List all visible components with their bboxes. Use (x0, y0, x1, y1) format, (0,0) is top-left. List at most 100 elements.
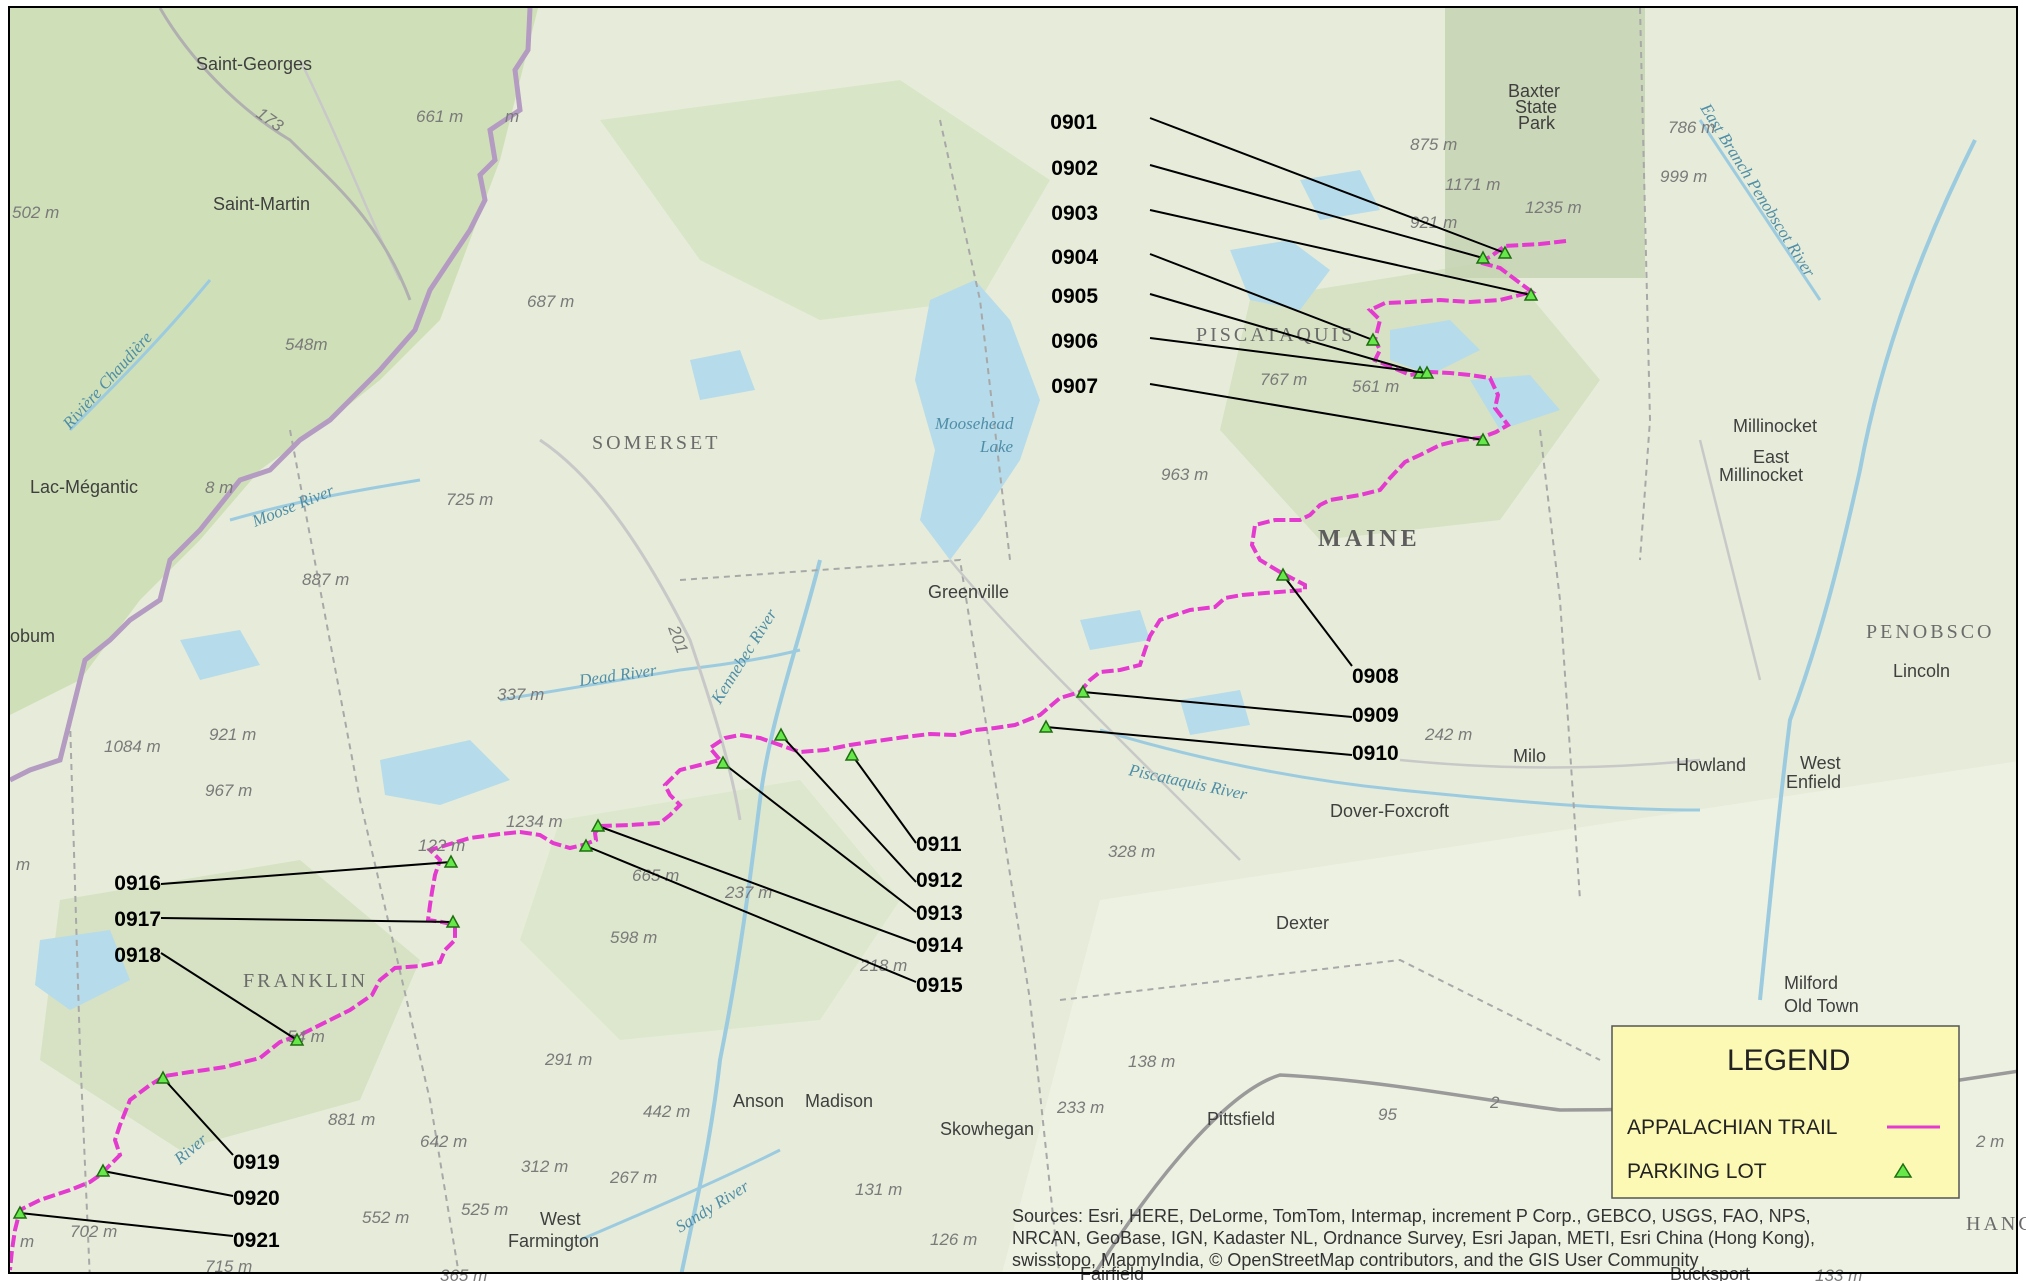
parking-lot-label-0921[interactable]: 0921 (233, 1229, 280, 1252)
lake (1180, 690, 1250, 735)
place-saint-martin: Saint-Martin (213, 194, 310, 214)
road-95-label: 95 (1378, 1105, 1397, 1124)
elevation-label: 126 m (930, 1230, 977, 1249)
place-west-enfield-1: West (1800, 753, 1841, 773)
parking-lot-marker-0910[interactable] (1038, 719, 1054, 733)
chaudiere-river (68, 279, 212, 432)
parking-lot-marker-0907[interactable] (1475, 432, 1491, 446)
parking-lot-marker-0918[interactable] (289, 1032, 305, 1046)
parking-lot-marker-0906[interactable] (1419, 365, 1435, 379)
county-boundary (1539, 429, 1581, 901)
place-lincoln: Lincoln (1893, 661, 1950, 681)
lake (1080, 610, 1150, 650)
parking-lot-marker-0911[interactable] (844, 747, 860, 761)
parking-lot-marker-0901[interactable] (1497, 245, 1513, 259)
place-east-millinocket-1: East (1753, 447, 1789, 467)
elevation-label: m (16, 855, 30, 874)
parking-lot-marker-0919[interactable] (155, 1070, 171, 1084)
parking-lot-label-0909[interactable]: 0909 (1352, 704, 1399, 727)
county-piscataquis: PISCATAQUIS (1196, 324, 1355, 346)
elevation-label: m (20, 1232, 34, 1251)
leader-line-0912 (780, 734, 917, 883)
parking-lot-marker-0908[interactable] (1275, 567, 1291, 581)
east-branch-river (1698, 119, 1822, 301)
parking-lot-marker-0904[interactable] (1365, 332, 1381, 346)
parking-lot-label-0916[interactable]: 0916 (114, 872, 161, 895)
parking-lot-label-0901[interactable]: 0901 (1050, 111, 1097, 134)
road (1698, 439, 1762, 681)
elevation-label: 1235 m (1525, 198, 1582, 217)
leader-line-0917 (160, 917, 454, 923)
elevation-label: 921 m (209, 725, 256, 744)
elevation-label: 525 m (461, 1200, 508, 1219)
elevation-label: 552 m (362, 1208, 409, 1227)
parking-lot-label-0904[interactable]: 0904 (1051, 246, 1098, 269)
parking-lot-label-0906[interactable]: 0906 (1051, 330, 1098, 353)
leader-line-0910 (1045, 726, 1353, 756)
place-greenville: Greenville (928, 582, 1009, 602)
parking-lot-marker-0903[interactable] (1523, 287, 1539, 301)
label-moosehead-1: Moosehead (934, 414, 1014, 433)
parking-lot-label-0910[interactable]: 0910 (1352, 742, 1399, 765)
elevation-label: 8 m (205, 478, 233, 497)
parking-lot-label-0919[interactable]: 0919 (233, 1151, 280, 1174)
parking-lot-label-0913[interactable]: 0913 (916, 902, 963, 925)
county-penobscot: PENOBSCO (1866, 621, 1994, 643)
leader-line-0902 (1149, 164, 1484, 259)
elevation-label: m (505, 107, 519, 126)
parking-lot-label-0905[interactable]: 0905 (1051, 285, 1098, 308)
parking-lot-marker-0921[interactable] (12, 1205, 28, 1219)
parking-lot-label-0903[interactable]: 0903 (1051, 202, 1098, 225)
leader-line-0909 (1082, 691, 1353, 718)
road (1399, 758, 1701, 769)
elevation-label: 598 m (610, 928, 657, 947)
county-somerset: SOMERSET (592, 432, 720, 454)
parking-lot-label-0912[interactable]: 0912 (916, 869, 963, 892)
county-franklin: FRANKLIN (243, 970, 368, 992)
place-saint-georges: Saint-Georges (196, 54, 312, 74)
elevation-label: 967 m (205, 781, 252, 800)
sandy-river (579, 1148, 781, 1242)
parking-lot-label-0914[interactable]: 0914 (916, 934, 963, 957)
place-labels: Saint-Georges Saint-Martin Lac-Mégantic … (10, 54, 2026, 1281)
place-madison: Madison (805, 1091, 873, 1111)
parking-lot-label-0907[interactable]: 0907 (1051, 375, 1098, 398)
parking-lot-label-0902[interactable]: 0902 (1051, 157, 1098, 180)
parking-lot-marker-0902[interactable] (1475, 250, 1491, 264)
leader-line-0915 (585, 845, 917, 983)
parking-lot-marker-0915[interactable] (578, 838, 594, 852)
lake (35, 930, 130, 1010)
elevation-label: 715 m (205, 1257, 252, 1276)
legend: LEGEND APPALACHIAN TRAIL PARKING LOT (1611, 1025, 1960, 1199)
elevation-label: 2 m (1975, 1132, 2004, 1151)
parking-lot-label-0920[interactable]: 0920 (233, 1187, 280, 1210)
elevation-label: 442 m (643, 1102, 690, 1121)
dead-river (499, 648, 801, 702)
parking-lot-marker-0917[interactable] (445, 914, 461, 928)
parking-lot-label-0918[interactable]: 0918 (114, 944, 161, 967)
leader-line-0919 (162, 1077, 234, 1156)
moosehead-lake (915, 280, 1040, 560)
leader-line-0905 (1149, 293, 1421, 374)
legend-title: LEGEND (1727, 1044, 1850, 1077)
parking-lot-marker-0914[interactable] (590, 818, 606, 832)
parking-lot-marker-0909[interactable] (1075, 684, 1091, 698)
elevation-label: 887 m (302, 570, 349, 589)
parking-lot-marker-0920[interactable] (95, 1163, 111, 1177)
parking-lot-label-0917[interactable]: 0917 (114, 908, 161, 931)
elevation-label: 921 m (1410, 213, 1457, 232)
parking-lot-marker-0912[interactable] (773, 727, 789, 741)
parking-lot-marker-0916[interactable] (443, 854, 459, 868)
parking-lot-label-0915[interactable]: 0915 (916, 974, 963, 997)
elevation-label: 767 m (1260, 370, 1307, 389)
elevation-label: 138 m (1128, 1052, 1175, 1071)
appalachian-trail[interactable] (10, 239, 1567, 1271)
forest-patch (1220, 260, 1600, 540)
elevation-label: 312 m (521, 1157, 568, 1176)
parking-lot-marker-0913[interactable] (715, 755, 731, 769)
place-baxter-2: State (1515, 97, 1557, 117)
parking-lot-label-0908[interactable]: 0908 (1352, 665, 1399, 688)
parking-lot-label-0911[interactable]: 0911 (916, 833, 962, 856)
